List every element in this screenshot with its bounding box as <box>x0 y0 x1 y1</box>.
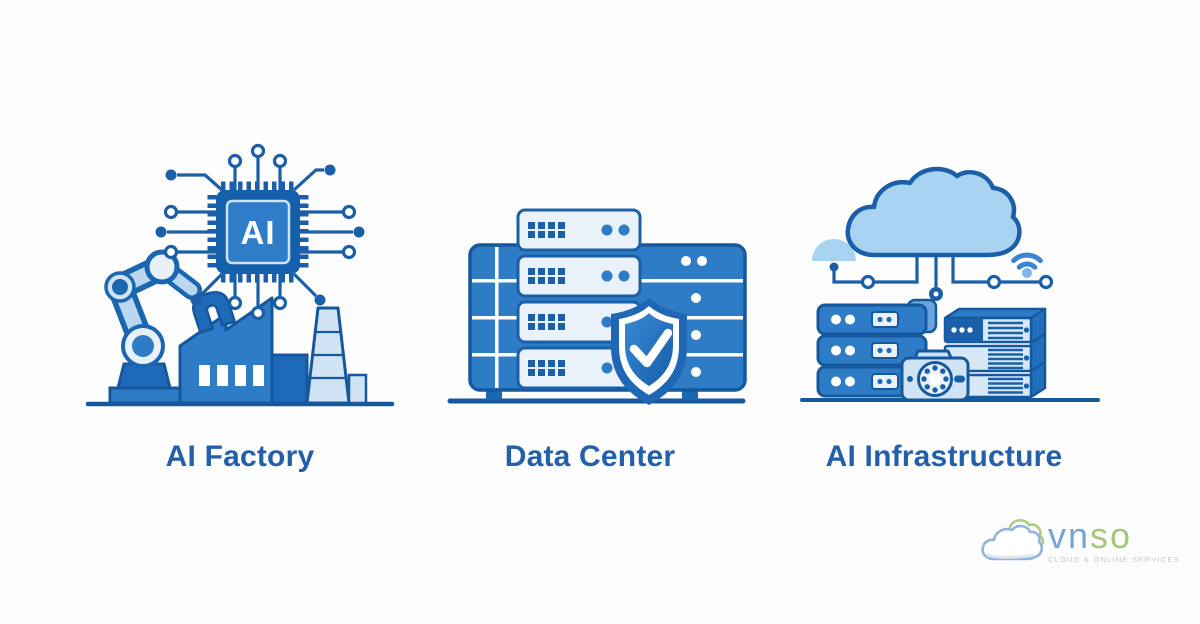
ai-chip-icon: AI <box>155 143 365 321</box>
cloud-icon <box>845 166 1022 258</box>
factory-windows <box>199 365 264 386</box>
rack-leds <box>681 256 707 377</box>
server-rack-icon <box>468 208 747 400</box>
ai-factory-illustration: AI <box>85 143 395 407</box>
dome-node-icon <box>812 239 856 261</box>
caption-ai-factory: AI Factory <box>165 440 315 473</box>
security-shield-check-icon <box>611 298 687 405</box>
checkmark <box>629 328 673 368</box>
double-cloud-icon <box>981 519 1044 561</box>
logo-wordmark: vnso <box>1048 518 1180 554</box>
logo-tagline: CLOUD & ONLINE SERVICES <box>1048 555 1180 564</box>
chip-label: AI <box>241 214 276 251</box>
circuit-node-lines <box>829 256 1054 301</box>
vnso-logo: vnso CLOUD & ONLINE SERVICES <box>980 514 1180 568</box>
robot-arm-icon <box>104 249 236 405</box>
trace-nodes-hollow <box>163 143 357 321</box>
factory-icon <box>178 296 368 405</box>
ai-infrastructure-illustration <box>800 166 1100 402</box>
logo-text-blue: vn <box>1048 515 1091 556</box>
logo-text-green: so <box>1090 515 1133 556</box>
data-center-illustration <box>447 208 747 405</box>
caption-data-center: Data Center <box>504 440 676 473</box>
trace-nodes-filled <box>155 164 365 306</box>
lens-bolts <box>921 365 949 393</box>
vent-lines <box>988 321 1023 394</box>
camera-device-icon <box>900 349 970 402</box>
chip-traces <box>167 157 353 307</box>
caption-ai-infrastructure: AI Infrastructure <box>825 440 1063 473</box>
wifi-icon <box>1011 252 1043 278</box>
server-units <box>516 208 642 390</box>
